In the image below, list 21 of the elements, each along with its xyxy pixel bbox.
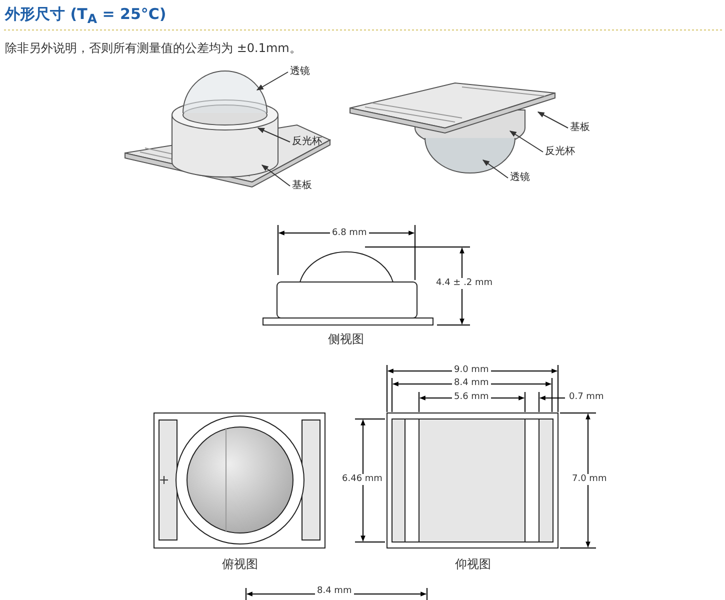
callout-label: 反光杯 [545, 146, 575, 158]
view-caption: 侧视图 [328, 331, 364, 348]
callout-label: 透镜 [290, 66, 310, 78]
dimension-label: 6.46 mm [340, 474, 384, 485]
leader-line [261, 164, 290, 186]
callout-label: 反光杯 [292, 136, 322, 148]
dimension-label: 7.0 mm [570, 474, 609, 485]
callout-label: 基板 [570, 122, 590, 134]
leader-line [482, 160, 508, 178]
title: 外形尺寸 (T$_{A}$ = 25°C) [5, 5, 166, 26]
leader-line [257, 128, 290, 142]
view-caption: 俯视图 [222, 556, 258, 573]
callout-label: 基板 [292, 180, 312, 192]
note: 除非另外说明，否则所有测量值的公差均为 ±0.1mm。 [5, 40, 302, 57]
leader-line [509, 130, 544, 152]
dimension-label: 4.4 ± .2 mm [434, 278, 495, 289]
leader-line [256, 72, 288, 90]
dimension-label: 8.4 mm [315, 586, 354, 597]
leader-line [537, 112, 568, 128]
view-caption: 仰视图 [455, 556, 491, 573]
callout-label: 透镜 [510, 172, 530, 184]
